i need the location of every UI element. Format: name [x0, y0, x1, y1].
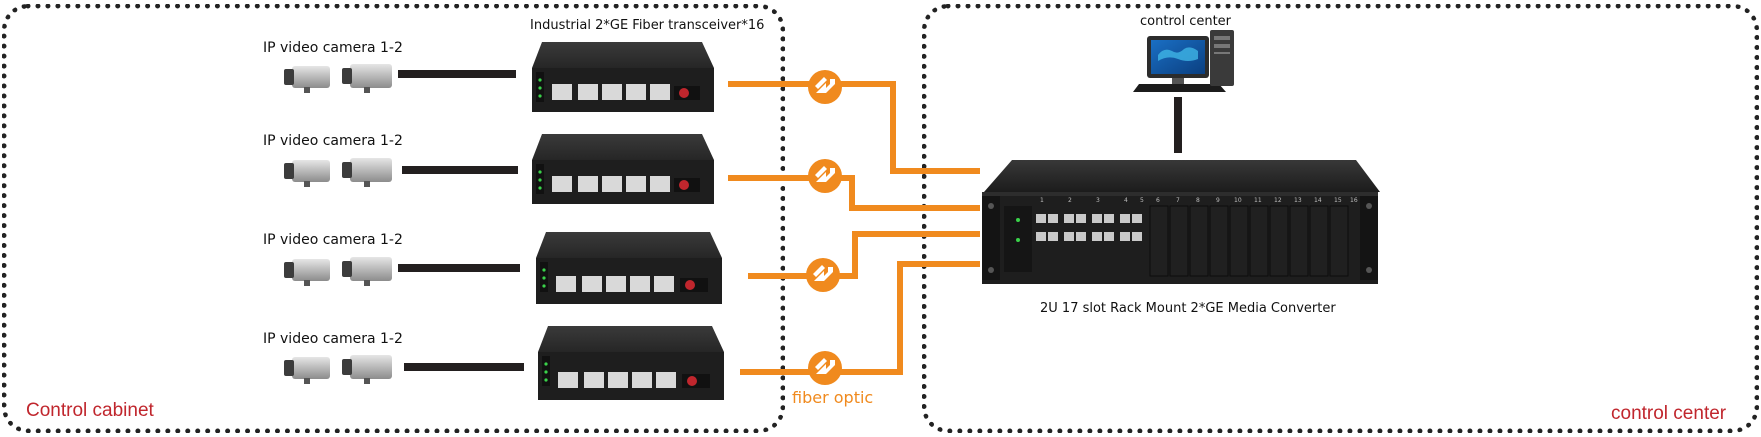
ethernet-cable — [402, 166, 518, 174]
pc-label: control center — [1140, 14, 1232, 29]
slot-number: 14 — [1314, 197, 1322, 204]
fiber-link-4 — [740, 261, 980, 375]
slot-number: 1 — [1040, 197, 1044, 204]
slot-number: 15 — [1334, 197, 1342, 204]
slot-number: 11 — [1254, 197, 1262, 204]
camera-label-1: IP video camera 1-2 — [263, 40, 403, 56]
fiber-optic-label: fiber optic — [792, 388, 874, 407]
slot-number: 10 — [1234, 197, 1242, 204]
fiber-connector-icon — [808, 351, 842, 385]
slot-number: 7 — [1176, 197, 1180, 204]
fiber-link-1 — [728, 81, 980, 174]
rack-slot-numbers: 1 2 3 4 5 6 7 8 9 10 11 12 13 14 15 16 — [1040, 197, 1358, 204]
slot-number: 4 — [1124, 197, 1128, 204]
camera-group-1 — [284, 64, 516, 93]
control-cabinet-region — [2, 4, 785, 433]
ethernet-cable — [398, 70, 516, 78]
fiber-transceiver-4 — [538, 326, 724, 400]
slot-number: 12 — [1274, 197, 1282, 204]
camera-label-3: IP video camera 1-2 — [263, 232, 403, 248]
control-center-label: control center — [1611, 403, 1727, 424]
fiber-link-2 — [728, 175, 980, 211]
fiber-connector-icon — [808, 159, 842, 193]
ip-camera-icon — [284, 357, 330, 384]
camera-group-4 — [284, 355, 524, 384]
ethernet-cable — [398, 264, 520, 272]
slot-number: 16 — [1350, 197, 1358, 204]
fiber-connector-icon — [806, 258, 840, 292]
fiber-link-3 — [748, 231, 980, 279]
camera-group-2 — [284, 158, 518, 187]
ip-camera-icon — [342, 158, 392, 187]
ip-camera-icon — [284, 160, 330, 187]
camera-label-4: IP video camera 1-2 — [263, 331, 403, 347]
fiber-transceiver-1 — [532, 42, 714, 112]
rack-empty-slots — [1149, 205, 1349, 277]
pc-uplink-cable — [1174, 97, 1182, 153]
transceiver-title: Industrial 2*GE Fiber transceiver*16 — [530, 18, 765, 33]
fiber-links — [728, 81, 980, 375]
fiber-transceiver-3 — [536, 232, 722, 304]
camera-label-2: IP video camera 1-2 — [263, 133, 403, 149]
control-center-region — [922, 4, 1759, 433]
slot-number: 6 — [1156, 197, 1160, 204]
camera-group-3 — [284, 257, 520, 286]
slot-number: 8 — [1196, 197, 1200, 204]
ip-camera-icon — [284, 66, 330, 93]
rack-media-converter: 1 2 3 4 5 6 7 8 9 10 11 12 13 14 15 16 — [982, 160, 1380, 284]
slot-number: 9 — [1216, 197, 1220, 204]
ip-camera-icon — [342, 355, 392, 384]
rack-card-ports — [1036, 214, 1142, 241]
slot-number: 3 — [1096, 197, 1100, 204]
slot-number: 2 — [1068, 197, 1072, 204]
ethernet-cable — [404, 363, 524, 371]
fiber-transceiver-2 — [532, 134, 714, 204]
ip-camera-icon — [284, 259, 330, 286]
slot-number: 5 — [1140, 197, 1144, 204]
computer-icon — [1133, 30, 1234, 92]
ip-camera-icon — [342, 257, 392, 286]
fiber-connector-icon — [808, 70, 842, 104]
ip-camera-icon — [342, 64, 392, 93]
slot-number: 13 — [1294, 197, 1302, 204]
rack-label: 2U 17 slot Rack Mount 2*GE Media Convert… — [1040, 301, 1336, 316]
control-cabinet-label: Control cabinet — [26, 400, 154, 421]
